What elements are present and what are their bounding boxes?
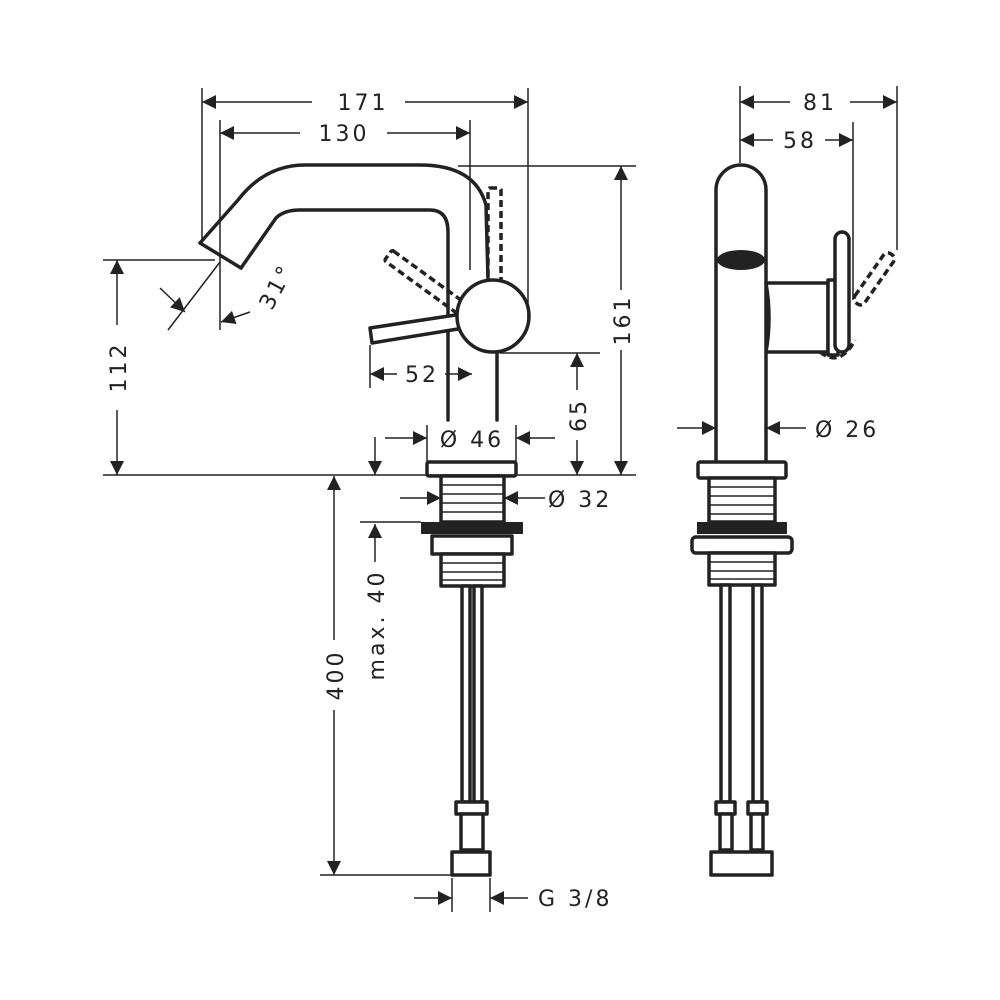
side-nut [690, 535, 794, 555]
side-hose-left [719, 583, 732, 804]
side-cylinder [764, 281, 830, 354]
lever-alt-vertical [486, 186, 503, 284]
lower-thread [439, 552, 506, 588]
dim-thread-diameter: Ø 32 [548, 488, 612, 513]
side-lower-thread-lines [709, 561, 775, 580]
dim-body-diameter: Ø 26 [815, 418, 879, 443]
aerator [717, 250, 765, 270]
dim-spout-angle: 31° [255, 260, 300, 314]
hose-right [472, 584, 484, 804]
dim-lever-axis-height: 65 [567, 398, 592, 432]
hose-left [460, 584, 472, 804]
dim-spout-reach: 130 [319, 122, 370, 147]
dim-lever-length: 52 [405, 363, 439, 388]
thread-lines [441, 484, 504, 513]
hose-fitting [450, 850, 492, 877]
side-neck-left [718, 812, 734, 852]
mounting-flange [421, 522, 523, 534]
spout-inner [239, 208, 450, 422]
front-dimensions: 171 130 31° 112 161 52 65 Ø 46 [103, 88, 636, 912]
lower-thread-lines [441, 562, 504, 581]
dim-max-counter-thickness: max. 40 [365, 570, 390, 681]
side-thread-body [707, 476, 777, 524]
lever [368, 312, 466, 345]
dim-spout-height: 112 [107, 342, 132, 393]
side-view [690, 163, 897, 877]
thread-body [439, 474, 506, 524]
dim-hose-connection: G 3/8 [538, 887, 612, 912]
lever-hub [455, 278, 531, 354]
side-lever [833, 230, 851, 354]
side-lower-thread [707, 551, 777, 587]
lever-alt-diagonal [383, 249, 466, 315]
side-crimp-right [746, 800, 769, 816]
side-neck-right [749, 812, 765, 852]
side-body [714, 163, 768, 462]
side-lever-alt [852, 251, 897, 307]
side-fitting [709, 850, 774, 877]
hose-neck [459, 812, 485, 852]
front-view [198, 163, 531, 877]
mounting-nut [430, 534, 514, 556]
side-thread-lines [709, 486, 775, 515]
dim-total-height: 161 [611, 295, 636, 346]
dim-side-depth: 81 [803, 91, 837, 116]
spout-outline [198, 163, 490, 282]
side-lever-alt-arc [818, 339, 857, 360]
dim-base-diameter: Ø 46 [440, 428, 504, 453]
dim-overall-reach: 171 [338, 91, 389, 116]
side-dimensions: 81 58 Ø 26 [677, 86, 898, 443]
side-base-plate [696, 460, 788, 480]
base-plate [425, 460, 518, 478]
side-crimp-left [714, 800, 737, 816]
dim-hose-length: 400 [324, 650, 349, 701]
dim-side-lever-depth: 58 [783, 129, 817, 154]
hose-crimp [454, 800, 489, 816]
side-flange [697, 522, 787, 534]
side-hose-right [751, 583, 764, 804]
